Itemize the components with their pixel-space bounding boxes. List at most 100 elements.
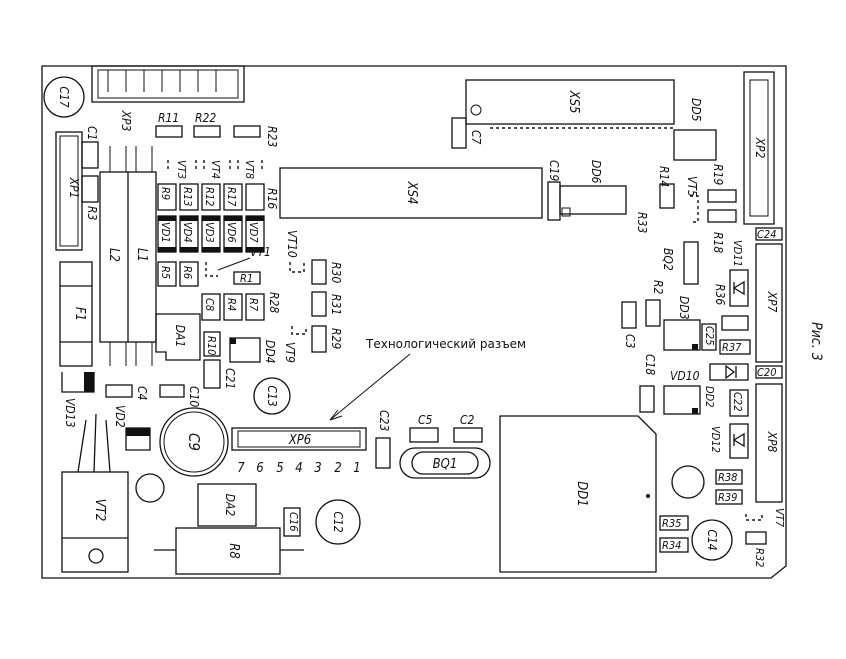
dd5 bbox=[673, 129, 717, 161]
dd6: C19 DD6 bbox=[547, 160, 627, 221]
svg-text:R37: R37 bbox=[722, 341, 742, 354]
c13: C13 bbox=[253, 377, 291, 415]
svg-text:XP3: XP3 bbox=[119, 110, 133, 132]
svg-text:R17: R17 bbox=[225, 187, 238, 207]
c8 bbox=[201, 293, 221, 321]
svg-text:VT2: VT2 bbox=[92, 499, 107, 522]
xp6: XP6 bbox=[231, 427, 367, 451]
resistor-row-top: R9 R13 R12 R17 R16 bbox=[157, 183, 279, 211]
r31 bbox=[311, 291, 327, 317]
vd12: VD12 bbox=[709, 423, 749, 459]
c1 bbox=[81, 141, 99, 169]
xp6-pin-6: 6 bbox=[256, 461, 263, 476]
xp6-pin-1: 1 bbox=[353, 461, 360, 476]
svg-text:C7: C7 bbox=[469, 130, 483, 145]
svg-text:VD13: VD13 bbox=[63, 398, 77, 428]
bq1: BQ1 bbox=[399, 447, 491, 479]
svg-text:C14: C14 bbox=[705, 529, 719, 550]
xp8: XP8 bbox=[755, 383, 783, 503]
svg-text:DD5: DD5 bbox=[689, 98, 703, 122]
svg-text:R6: R6 bbox=[181, 266, 194, 279]
svg-text:R7: R7 bbox=[247, 298, 260, 312]
r4 bbox=[223, 293, 243, 321]
r7 bbox=[245, 293, 265, 321]
xp6-pin-numbers: 7 6 5 4 3 2 1 bbox=[237, 461, 360, 476]
svg-text:R5: R5 bbox=[159, 266, 172, 279]
svg-text:C4: C4 bbox=[135, 386, 149, 401]
svg-text:DD1: DD1 bbox=[574, 481, 589, 506]
dd1: DD1 bbox=[499, 415, 657, 573]
r29 bbox=[311, 325, 327, 353]
svg-text:R33: R33 bbox=[635, 212, 649, 233]
da1: DA1 bbox=[155, 313, 201, 361]
svg-text:C17: C17 bbox=[57, 86, 71, 107]
r22 bbox=[193, 125, 221, 138]
svg-text:R32: R32 bbox=[753, 548, 766, 567]
svg-text:R1: R1 bbox=[240, 272, 253, 285]
r19 bbox=[707, 189, 737, 203]
vt10-outline bbox=[289, 262, 305, 273]
svg-text:XS4: XS4 bbox=[404, 181, 419, 205]
vd11: VD11 bbox=[729, 240, 749, 307]
svg-text:VD11: VD11 bbox=[731, 240, 744, 267]
svg-text:R16: R16 bbox=[265, 188, 279, 209]
svg-text:VD2: VD2 bbox=[113, 405, 127, 428]
r38 bbox=[715, 469, 743, 485]
r36-body bbox=[721, 315, 749, 331]
svg-text:R9: R9 bbox=[159, 187, 172, 200]
svg-text:C5: C5 bbox=[418, 413, 433, 427]
c7 bbox=[451, 117, 467, 149]
svg-text:C24: C24 bbox=[757, 228, 777, 241]
c9: C9 bbox=[159, 407, 229, 477]
svg-text:DD2: DD2 bbox=[703, 386, 716, 408]
r32 bbox=[745, 531, 767, 545]
r10 bbox=[203, 331, 221, 357]
c21 bbox=[203, 359, 221, 389]
r14 bbox=[659, 183, 675, 209]
svg-text:R12: R12 bbox=[203, 187, 216, 206]
board-outline bbox=[41, 65, 787, 579]
r6 bbox=[179, 261, 199, 287]
vt1-outline bbox=[205, 262, 218, 277]
svg-text:C8: C8 bbox=[203, 298, 216, 311]
vt7-outline bbox=[745, 514, 763, 521]
vt9-outline bbox=[291, 326, 307, 335]
svg-text:R13: R13 bbox=[181, 187, 194, 206]
svg-text:R29: R29 bbox=[329, 328, 343, 349]
svg-text:C3: C3 bbox=[623, 334, 637, 349]
xp6-pin-3: 3 bbox=[314, 461, 321, 476]
c22 bbox=[729, 389, 749, 417]
c17: C17 bbox=[43, 76, 85, 118]
svg-text:R23: R23 bbox=[265, 126, 279, 147]
svg-text:DD6: DD6 bbox=[589, 160, 603, 184]
r5 bbox=[157, 261, 177, 287]
dd2 bbox=[663, 385, 701, 415]
svg-text:R28: R28 bbox=[267, 292, 281, 313]
c10 bbox=[159, 384, 185, 398]
svg-text:VD3: VD3 bbox=[203, 222, 216, 243]
c5 bbox=[409, 427, 439, 443]
c12: C12 bbox=[315, 499, 361, 545]
svg-text:C20: C20 bbox=[757, 366, 777, 379]
vd13: VD13 bbox=[61, 372, 95, 428]
svg-text:DD3: DD3 bbox=[677, 296, 691, 320]
svg-text:R34: R34 bbox=[662, 539, 681, 552]
svg-text:R4: R4 bbox=[225, 298, 238, 311]
svg-text:R35: R35 bbox=[662, 517, 681, 530]
xp6-pin-2: 2 bbox=[334, 461, 341, 476]
r23 bbox=[233, 125, 261, 138]
svg-text:R14: R14 bbox=[657, 166, 671, 187]
svg-text:DA1: DA1 bbox=[173, 325, 187, 348]
vt8-outline bbox=[237, 160, 263, 170]
svg-text:XS5: XS5 bbox=[566, 90, 581, 114]
xs5: XS5 bbox=[465, 79, 675, 129]
svg-text:BQ1: BQ1 bbox=[433, 457, 458, 472]
vt3-outline bbox=[167, 160, 197, 170]
r18 bbox=[707, 209, 737, 223]
svg-text:VD4: VD4 bbox=[181, 222, 194, 243]
diode-row: VD1 VD4 VD3 VD6 VD7 bbox=[157, 215, 265, 253]
svg-text:C18: C18 bbox=[643, 354, 657, 375]
svg-text:C16: C16 bbox=[287, 512, 300, 532]
svg-text:C21: C21 bbox=[223, 368, 237, 389]
xs4: XS4 bbox=[279, 167, 543, 219]
